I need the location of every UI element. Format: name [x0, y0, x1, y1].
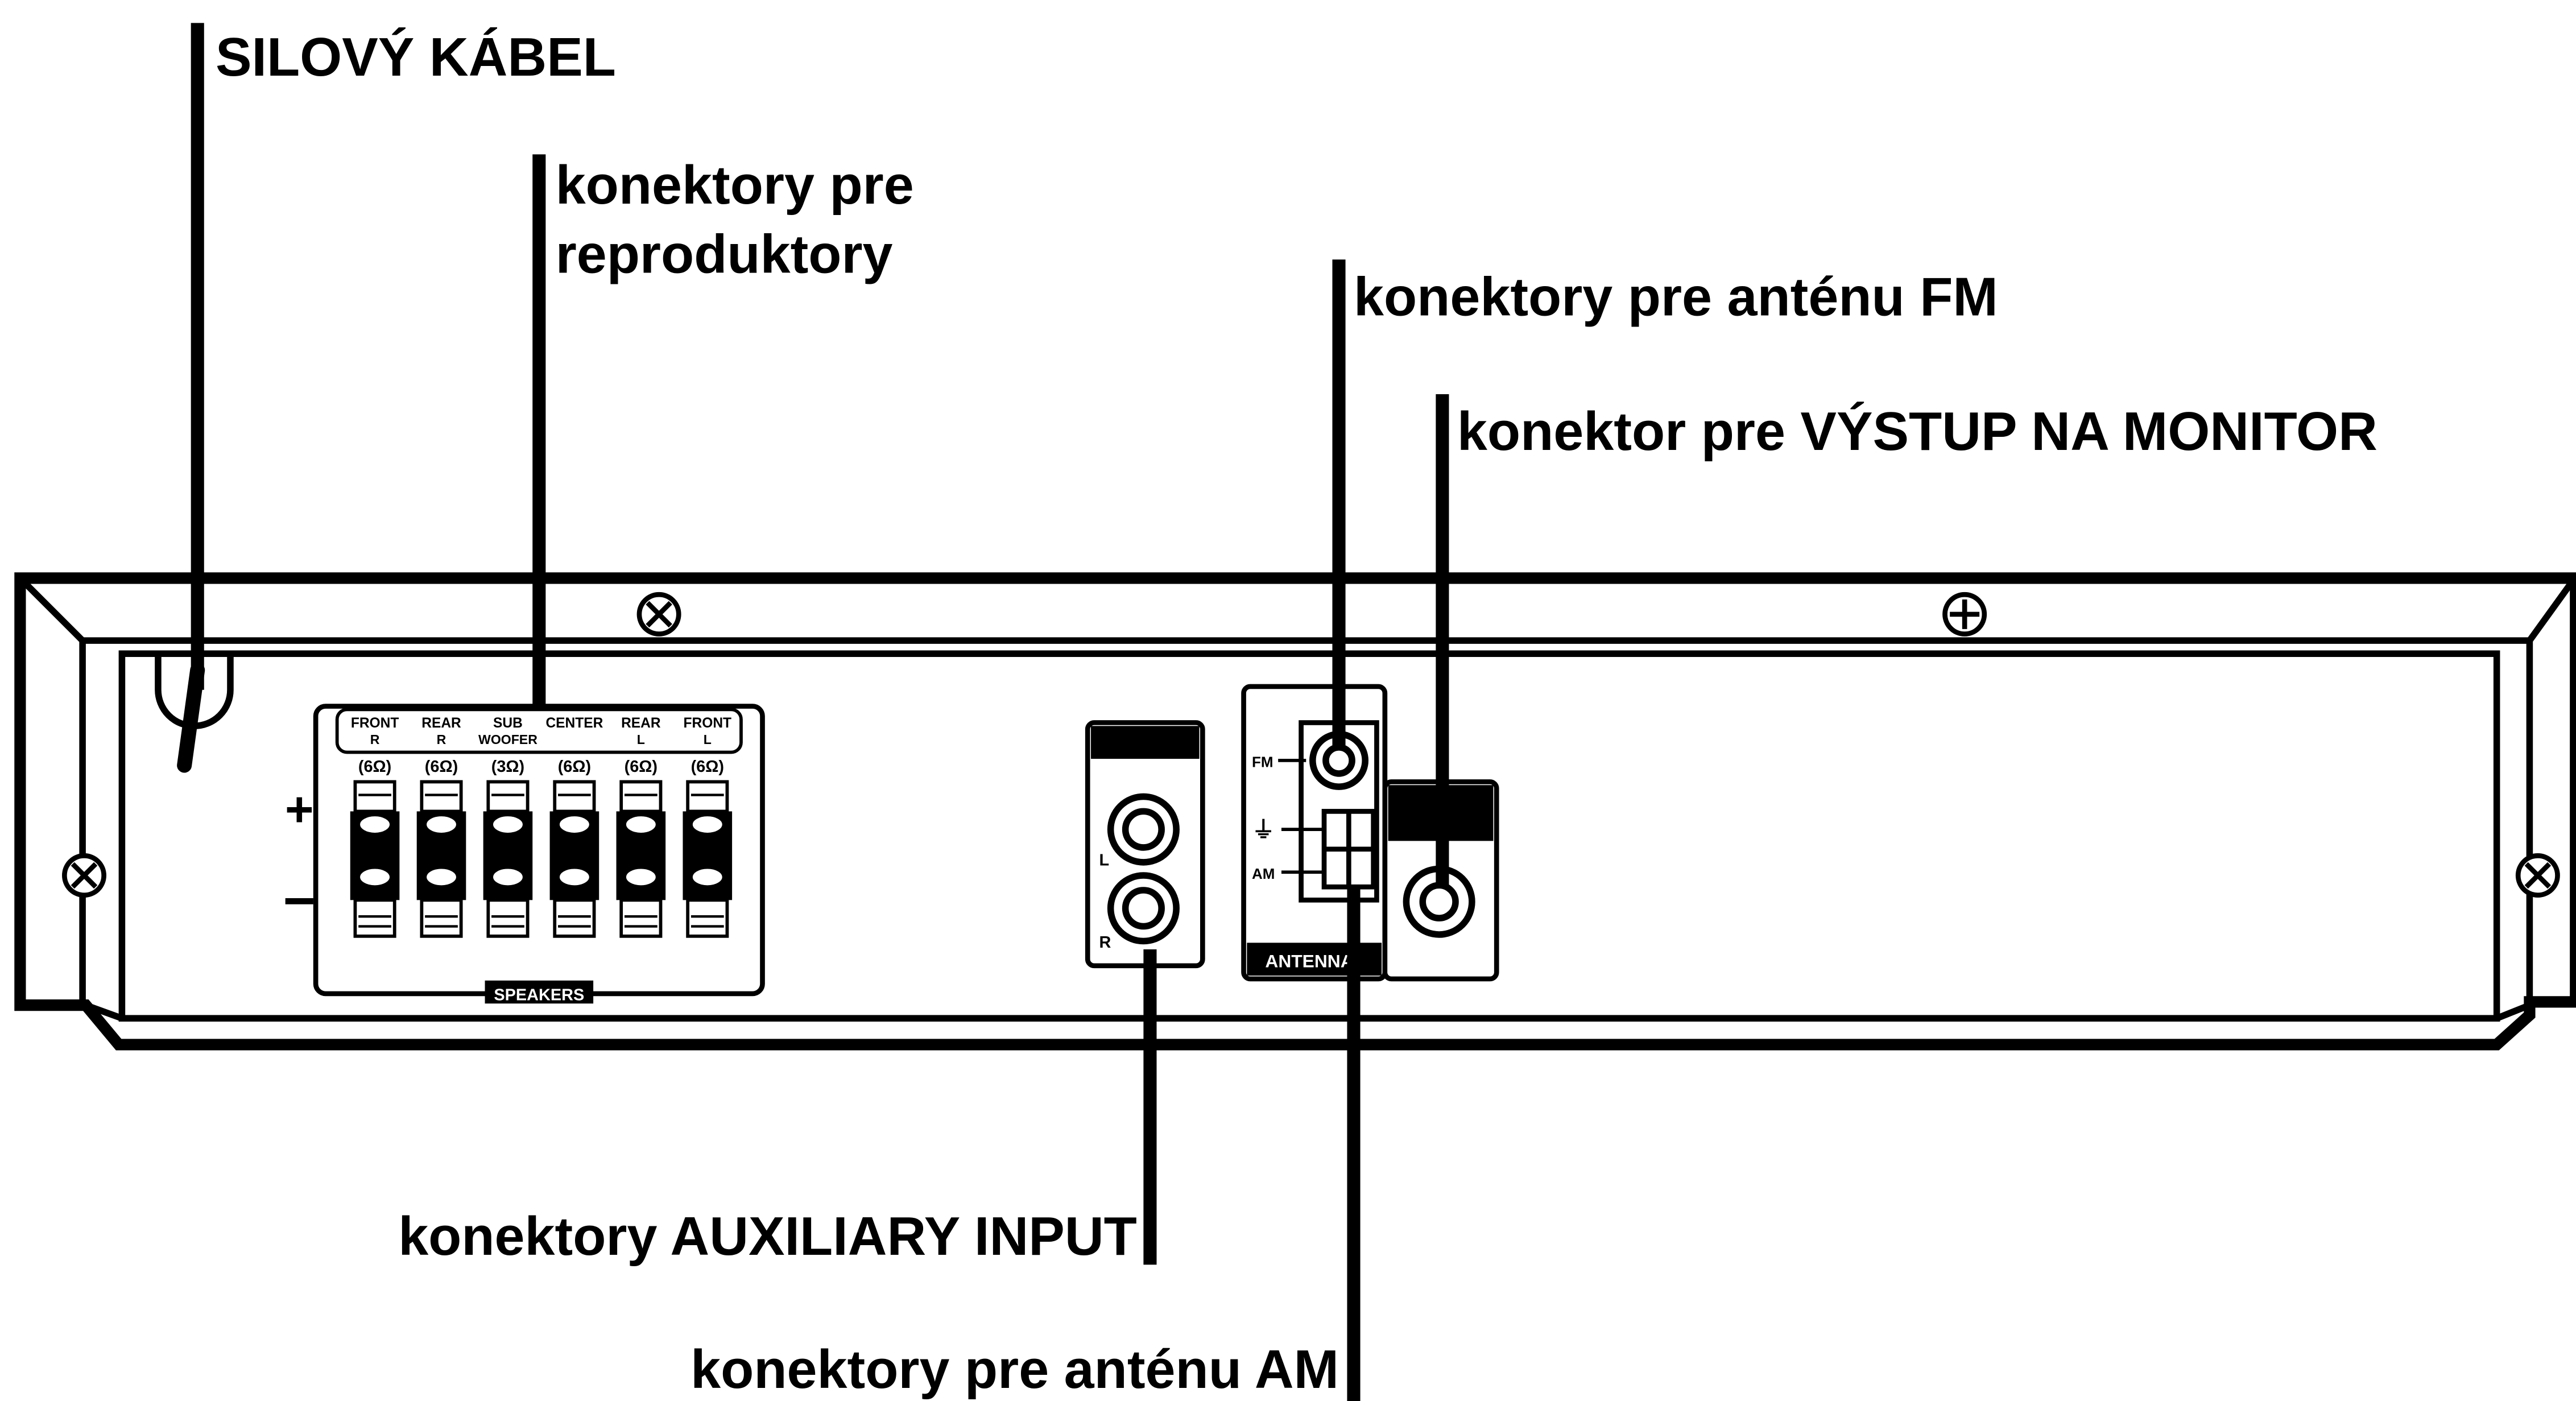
label-aux-input: konektory AUXILIARY INPUT: [398, 1206, 1137, 1267]
channel-impedance: (6Ω): [558, 758, 591, 776]
aux-jack-right[interactable]: [1107, 872, 1180, 945]
aux-input-panel: L R: [1085, 720, 1205, 969]
label-speaker-connectors-2: reproduktory: [556, 224, 893, 284]
channel-name: FRONT: [351, 716, 399, 731]
minus-sign: −: [283, 869, 316, 932]
channel-name: CENTER: [545, 716, 603, 731]
fm-antenna-jack[interactable]: [1309, 730, 1368, 790]
channel-side: WOOFER: [478, 732, 537, 747]
fm-label: FM: [1252, 753, 1273, 770]
channel-impedance: (6Ω): [425, 758, 458, 776]
speakers-label: SPEAKERS: [494, 986, 584, 1004]
channel-impedance: (6Ω): [625, 758, 658, 776]
am-antenna-terminal[interactable]: [1321, 809, 1376, 890]
label-speaker-connectors-1: konektory pre: [556, 155, 914, 216]
channel-impedance: (3Ω): [491, 758, 524, 776]
channel-impedance: (6Ω): [691, 758, 724, 776]
screw-icon: [62, 853, 106, 898]
channel-impedance: (6Ω): [358, 758, 391, 776]
am-label: AM: [1252, 865, 1275, 882]
speaker-terminal-panel: + − FRONTR(6Ω)REARR(6Ω)SUBWOOFER(3Ω)CENT…: [283, 704, 765, 1004]
aux-right-label: R: [1099, 933, 1111, 952]
label-power-cable: SILOVÝ KÁBEL: [216, 27, 616, 88]
leader-lines: [191, 23, 1449, 1401]
channel-side: L: [637, 732, 645, 747]
screw-icon: [1942, 592, 1987, 637]
aux-left-label: L: [1099, 852, 1109, 870]
ground-icon: ⏚: [1252, 817, 1275, 843]
antenna-label: ANTENNA: [1265, 951, 1353, 972]
antenna-panel: FM ⏚ AM ANTENNA: [1241, 684, 1388, 982]
screw-icon: [636, 592, 681, 637]
channel-side: L: [704, 732, 712, 747]
label-fm-antenna: konektory pre anténu FM: [1354, 267, 1998, 327]
speaker-terminal[interactable]: CENTER (6Ω): [545, 716, 603, 938]
channel-name: REAR: [621, 716, 661, 731]
aux-jack-left[interactable]: [1107, 793, 1180, 866]
plus-sign: +: [285, 782, 314, 837]
channel-side: R: [437, 732, 446, 747]
callout-labels: SILOVÝ KÁBEL konektory pre reproduktory …: [216, 27, 2377, 1400]
screw-icon: [2515, 853, 2560, 898]
label-monitor-out: konektor pre VÝSTUP NA MONITOR: [1457, 402, 2377, 462]
channel-name: SUB: [493, 716, 523, 731]
label-am-antenna: konektory pre anténu AM: [690, 1340, 1339, 1400]
channel-side: R: [370, 732, 380, 747]
channel-name: FRONT: [684, 716, 731, 731]
channel-name: REAR: [421, 716, 461, 731]
